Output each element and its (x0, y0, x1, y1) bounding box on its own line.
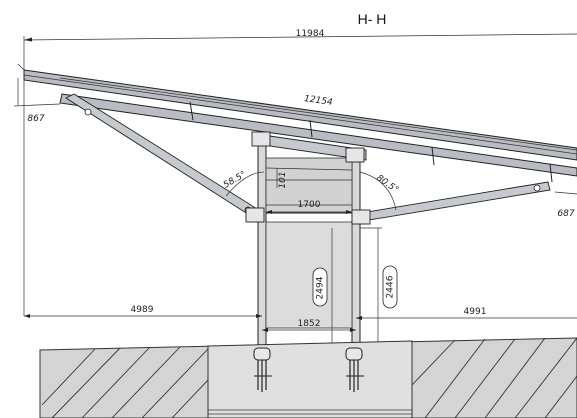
section-title: H- H (358, 11, 387, 27)
upper-frame-panel (265, 157, 353, 214)
post-height-inner-label: 2446 (386, 275, 396, 298)
purlin-beam (59, 93, 577, 183)
left-post (257, 141, 267, 351)
left-span-dimension: 4989 (24, 305, 262, 318)
lower-frame-panel (265, 221, 353, 329)
roof-length-dimension: 12154 (59, 77, 577, 151)
right-foot (345, 347, 364, 392)
right-span-dimension: 4991 (356, 307, 577, 320)
left-drop-dimension: 867 (13, 78, 61, 124)
frame-width-bottom-dimension: 1852 (262, 319, 356, 332)
right-post (351, 149, 361, 351)
frame-width-top-label: 1700 (298, 200, 321, 210)
left-span-label: 4989 (131, 305, 154, 315)
frame-width-bottom-label: 1852 (298, 319, 321, 329)
ground-hatching-right (411, 337, 577, 418)
small-height-dimension: 101 (276, 168, 288, 189)
small-height-label: 101 (278, 171, 288, 188)
ground-hatching-left (41, 346, 209, 418)
left-foot (253, 347, 272, 392)
right-angle-dimension: 80.5° (359, 171, 400, 211)
right-drop-label: 687 (557, 209, 574, 219)
right-span-label: 4991 (464, 307, 487, 317)
overall-width-dimension: 11984 (23, 29, 577, 316)
overall-width-label: 11984 (296, 29, 325, 39)
bracket-plates (245, 131, 371, 225)
ground (39, 337, 577, 418)
right-angle-label: 80.5° (374, 173, 400, 195)
frame-width-top-dimension: 1700 (266, 200, 352, 214)
roof-length-label: 12154 (303, 94, 333, 108)
left-drop-label: 867 (27, 114, 44, 124)
post-height-outer-label: 2494 (316, 276, 326, 299)
left-angle-label: 58.5° (222, 170, 248, 191)
post-height-inner-dimension: 2446 (360, 227, 398, 350)
right-drop-dimension: 687 (554, 191, 577, 219)
